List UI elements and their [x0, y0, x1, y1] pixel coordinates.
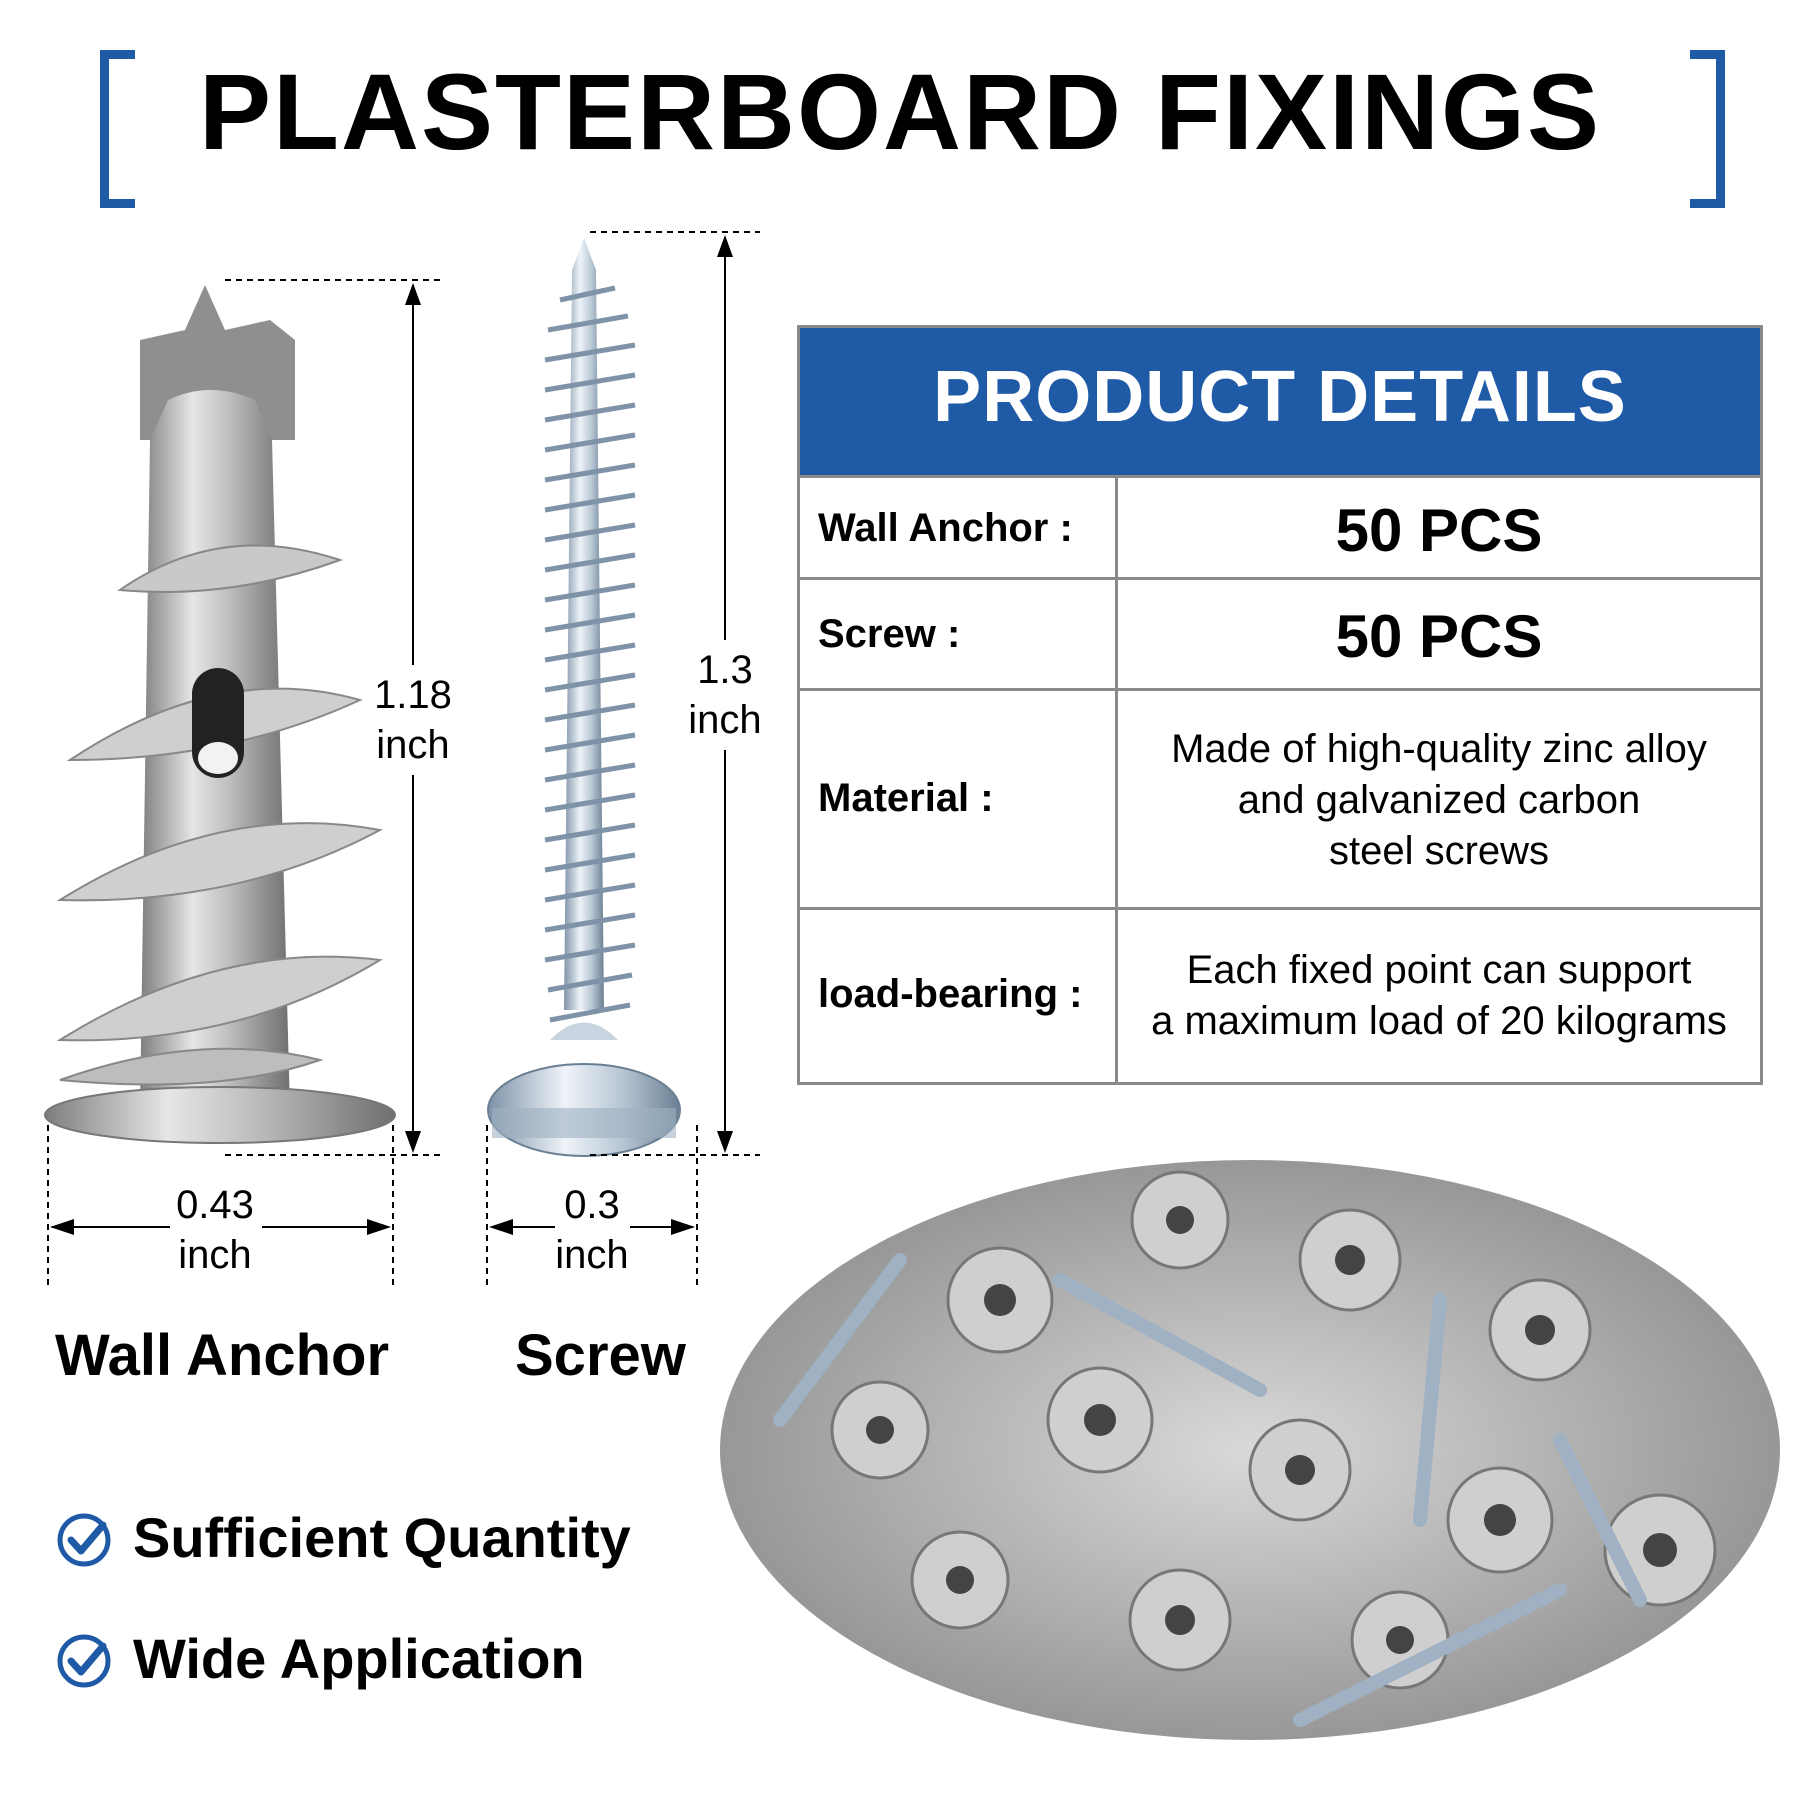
- check-circle-icon: [57, 1634, 111, 1688]
- wall-anchor-icon: [44, 285, 396, 1144]
- anchor-height-label: 1.18 inch: [358, 670, 468, 770]
- row-value-material: Made of high-quality zinc alloy and galv…: [1118, 724, 1760, 878]
- load-line-1: Each fixed point can support: [1186, 948, 1692, 992]
- row-value-load-bearing: Each fixed point can support a maximum l…: [1118, 945, 1760, 1047]
- fixings-pile-icon: [720, 1160, 1780, 1740]
- table-header-title: PRODUCT DETAILS: [933, 357, 1627, 437]
- feature-item: Sufficient Quantity: [55, 1505, 675, 1575]
- feature-label-quantity: Sufficient Quantity: [133, 1506, 631, 1569]
- row-label-screw: Screw :: [818, 612, 961, 656]
- feature-item: Wide Application: [55, 1626, 675, 1696]
- screw-caption: Screw: [515, 1323, 686, 1388]
- material-line-3: steel screws: [1328, 829, 1550, 874]
- anchor-caption: Wall Anchor: [55, 1323, 390, 1388]
- right-bracket-icon: [1690, 50, 1725, 208]
- table-row: Screw : 50 PCS: [800, 577, 1760, 688]
- screw-height-unit: inch: [688, 698, 762, 742]
- row-value-screw: 50 PCS: [1335, 603, 1543, 670]
- row-divider: [1115, 580, 1118, 688]
- screw-width-value: 0.3: [564, 1183, 620, 1227]
- screw-width-label: 0.3 inch: [537, 1180, 647, 1280]
- screw-height-label: 1.3 inch: [670, 645, 780, 745]
- page-title: PLASTERBOARD FIXINGS: [198, 51, 1602, 172]
- table-header: PRODUCT DETAILS: [800, 328, 1760, 475]
- anchor-width-label: 0.43 inch: [160, 1180, 270, 1280]
- material-line-1: Made of high-quality zinc alloy: [1171, 727, 1707, 771]
- screw-icon: [487, 238, 681, 1157]
- anchor-height-value: 1.18: [374, 673, 452, 717]
- row-divider: [1115, 478, 1118, 577]
- row-label-material: Material :: [818, 776, 994, 820]
- row-label-wall-anchor: Wall Anchor :: [818, 506, 1073, 550]
- screw-height-value: 1.3: [697, 648, 753, 692]
- table-row: Wall Anchor : 50 PCS: [800, 475, 1760, 577]
- screw-width-unit: inch: [555, 1233, 629, 1277]
- title-banner: PLASTERBOARD FIXINGS: [0, 40, 1800, 208]
- check-circle-icon: [57, 1513, 111, 1567]
- left-bracket-icon: [100, 50, 135, 208]
- anchor-width-unit: inch: [178, 1233, 252, 1277]
- table-row: Material : Made of high-quality zinc all…: [800, 688, 1760, 907]
- load-line-2: a maximum load of 20 kilograms: [1151, 999, 1727, 1044]
- row-divider: [1115, 910, 1118, 1082]
- material-line-2: and galvanized carbon: [1237, 778, 1641, 823]
- product-details-table: PRODUCT DETAILS Wall Anchor : 50 PCS Scr…: [797, 325, 1763, 1085]
- row-label-load-bearing: load-bearing :: [818, 972, 1083, 1016]
- row-value-wall-anchor: 50 PCS: [1335, 497, 1543, 564]
- anchor-width-value: 0.43: [176, 1183, 254, 1227]
- feature-label-application: Wide Application: [133, 1627, 585, 1690]
- dimension-arrowheads: [50, 235, 733, 1235]
- table-row: load-bearing : Each fixed point can supp…: [800, 907, 1760, 1082]
- row-divider: [1115, 691, 1118, 907]
- anchor-height-unit: inch: [376, 723, 450, 767]
